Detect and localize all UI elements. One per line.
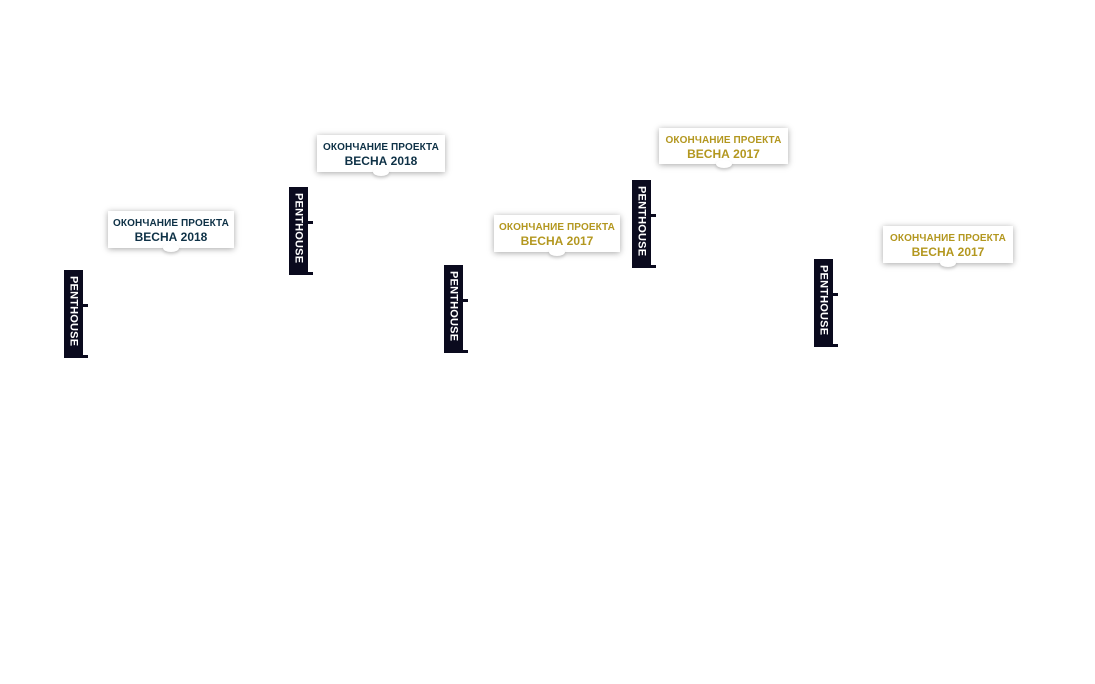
project-completion-callout: ОКОНЧАНИЕ ПРОЕКТА ВЕСНА 2017: [883, 226, 1013, 267]
callout-title: ОКОНЧАНИЕ ПРОЕКТА: [113, 218, 229, 229]
callout-date: ВЕСНА 2017: [520, 234, 594, 248]
penthouse-tag[interactable]: PENTHOUSE: [64, 270, 88, 358]
tag-tick: [308, 221, 313, 224]
callout-date: ВЕСНА 2017: [687, 147, 760, 161]
penthouse-tag[interactable]: PENTHOUSE: [632, 180, 656, 268]
callout-notch: [940, 259, 956, 267]
tag-tick: [308, 272, 313, 275]
callout-title: ОКОНЧАНИЕ ПРОЕКТА: [323, 142, 439, 153]
tag-tick: [833, 344, 838, 347]
tag-tick: [833, 293, 838, 296]
tag-tick: [651, 214, 656, 217]
penthouse-label: PENTHOUSE: [292, 193, 305, 264]
callout-notch: [373, 168, 389, 176]
project-completion-callout: ОКОНЧАНИЕ ПРОЕКТА ВЕСНА 2018: [317, 135, 445, 176]
penthouse-tag[interactable]: PENTHOUSE: [289, 187, 313, 275]
penthouse-label: PENTHOUSE: [447, 271, 460, 342]
project-completion-callout: ОКОНЧАНИЕ ПРОЕКТА ВЕСНА 2017: [659, 128, 788, 168]
callout-title: ОКОНЧАНИЕ ПРОЕКТА: [499, 222, 615, 233]
penthouse-tag[interactable]: PENTHOUSE: [814, 259, 838, 347]
callout-date: ВЕСНА 2018: [344, 154, 418, 168]
callout-date: ВЕСНА 2017: [911, 245, 985, 259]
callout-title: ОКОНЧАНИЕ ПРОЕКТА: [665, 135, 782, 146]
penthouse-label: PENTHOUSE: [67, 276, 80, 347]
callout-title: ОКОНЧАНИЕ ПРОЕКТА: [890, 233, 1006, 244]
callout-notch: [163, 244, 179, 252]
tag-tick: [83, 355, 88, 358]
penthouse-tag[interactable]: PENTHOUSE: [444, 265, 468, 353]
callout-notch: [549, 248, 565, 256]
tag-tick: [463, 350, 468, 353]
tag-tick: [463, 299, 468, 302]
callout-date: ВЕСНА 2018: [134, 230, 208, 244]
callout-notch: [715, 160, 732, 168]
penthouse-label: PENTHOUSE: [635, 186, 648, 257]
tag-tick: [83, 304, 88, 307]
project-completion-callout: ОКОНЧАНИЕ ПРОЕКТА ВЕСНА 2018: [108, 211, 234, 252]
penthouse-label: PENTHOUSE: [817, 265, 830, 336]
tag-tick: [651, 265, 656, 268]
project-completion-callout: ОКОНЧАНИЕ ПРОЕКТА ВЕСНА 2017: [494, 215, 620, 256]
